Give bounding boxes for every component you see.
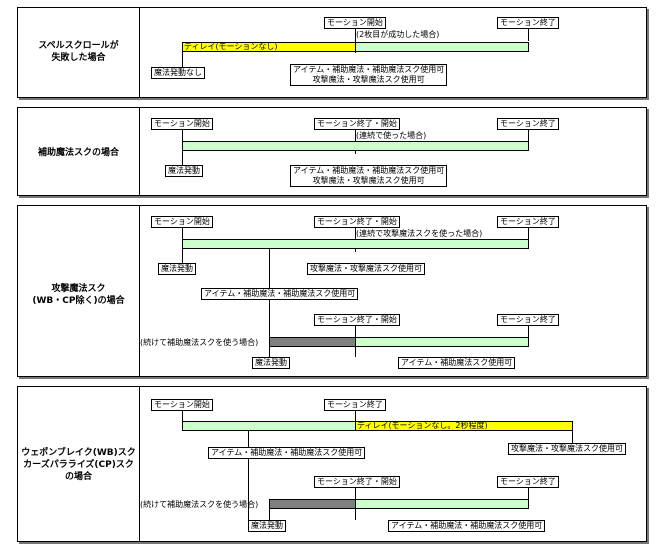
- attack-usable-box: 攻撃魔法・攻撃魔法スク使用可: [508, 443, 626, 455]
- timeline-tick: [269, 249, 270, 357]
- motion-end-start-box: モーション終了・開始: [314, 476, 400, 488]
- motion-start-box: モーション開始: [151, 399, 213, 411]
- timeline-tick: [355, 410, 356, 421]
- panel-label: 攻撃魔法スク (WB・CP除く)の場合: [32, 284, 125, 306]
- panel-attack-scroll: 攻撃魔法スク (WB・CP除く)の場合 モーション開始 モーション終了・開始 モ…: [17, 205, 647, 377]
- motion-start-box: モーション開始: [151, 216, 213, 228]
- timeline-tick: [182, 52, 183, 67]
- timeline-tick: [528, 487, 529, 499]
- motion-bar-2: [355, 337, 529, 347]
- timeline-tick: [355, 325, 356, 337]
- timeline-tick: [182, 410, 183, 421]
- panel-spell-scroll-failed: スペルスクロールが 失敗した場合 モーション開始 モーション終了 (2枚目が成功…: [17, 7, 647, 98]
- wait-bar: [269, 499, 356, 509]
- then-support-note: (続けて補助魔法スクを使う場合): [140, 338, 259, 347]
- delay-label: ディレイ(モーションなし): [184, 42, 278, 51]
- panel-support-scroll: 補助魔法スクの場合 モーション開始 モーション終了・開始 モーション終了 (連続…: [17, 107, 647, 196]
- attack-usable-box: 攻撃魔法・攻撃魔法スク使用可: [307, 263, 425, 275]
- panel-label: 補助魔法スクの場合: [37, 148, 119, 158]
- motion-end-box: モーション終了: [497, 216, 559, 228]
- motion-end-start-box: モーション終了・開始: [314, 118, 400, 130]
- usable-note-box: アイテム・補助魔法・補助魔法スク使用可 攻撃魔法・攻撃魔法スク使用可: [290, 165, 448, 187]
- motion-end-start-box-2: モーション終了・開始: [314, 314, 400, 326]
- delay-bar: [355, 421, 573, 431]
- item-usable-box-2: アイテム・補助魔法スク使用可: [398, 357, 516, 369]
- timeline-tick: [355, 487, 356, 499]
- consecutive-note: (連続で使った場合): [356, 131, 427, 140]
- timeline-tick: [355, 347, 356, 357]
- timeline-tick: [182, 129, 183, 141]
- motion-end-box-2: モーション終了: [497, 314, 559, 326]
- timeline-tick: [528, 227, 529, 239]
- timeline-tick: [269, 509, 270, 520]
- panel-label: ウェポンブレイク(WB)スク カーズパラライズ(CP)スク の場合: [21, 448, 136, 482]
- panel-divider: [139, 387, 140, 541]
- panel-divider: [139, 8, 140, 97]
- motion-end-box: モーション終了: [497, 118, 559, 130]
- motion-bar: [182, 421, 356, 431]
- magic-cast-box: 魔法発動: [158, 263, 196, 275]
- item-usable-box: アイテム・補助魔法・補助魔法スク使用可: [208, 447, 366, 459]
- timeline-tick: [355, 28, 356, 53]
- timeline-tick: [528, 129, 529, 141]
- consecutive-attack-note: (連続で攻撃魔法スクを使った場合): [356, 229, 483, 238]
- timeline-tick: [528, 325, 529, 337]
- magic-cast-box: 魔法発動: [165, 165, 203, 177]
- motion-end-box: モーション終了: [497, 17, 559, 29]
- timeline-tick: [182, 227, 183, 239]
- item-usable-box: アイテム・補助魔法・補助魔法スク使用可: [201, 288, 359, 300]
- timeline-tick: [528, 28, 529, 41]
- wait-bar: [269, 337, 356, 347]
- no-magic-box: 魔法発動なし: [151, 67, 205, 79]
- motion-start-box: モーション開始: [151, 118, 213, 130]
- magic-cast-box: 魔法発動: [248, 520, 286, 532]
- timeline-tick: [182, 249, 183, 263]
- motion-bar: [182, 239, 529, 249]
- timeline-tick: [572, 431, 573, 443]
- delay-label: ディレイ(モーションなし。2秒程度): [357, 421, 488, 430]
- panel-label: スペルスクロールが 失敗した場合: [38, 41, 119, 63]
- motion-bar: [355, 42, 529, 52]
- motion-start-box: モーション開始: [324, 17, 386, 29]
- panel-divider: [139, 108, 140, 195]
- motion-end-box: モーション終了: [324, 399, 386, 411]
- item-usable-box-2: アイテム・補助魔法・補助魔法スク使用可: [388, 520, 546, 532]
- magic-cast-box-2: 魔法発動: [252, 357, 290, 369]
- panel-divider: [139, 206, 140, 376]
- motion-bar-2: [355, 499, 529, 509]
- motion-end-start-box: モーション終了・開始: [314, 216, 400, 228]
- motion-bar: [182, 141, 529, 151]
- usable-note-box: アイテム・補助魔法・補助魔法スク使用可 攻撃魔法・攻撃魔法スク使用可: [290, 64, 448, 86]
- motion-end-box-2: モーション終了: [497, 476, 559, 488]
- timeline-tick: [248, 431, 249, 520]
- panel-wb-cp-scroll: ウェポンブレイク(WB)スク カーズパラライズ(CP)スク の場合 モーション開…: [17, 386, 647, 542]
- timeline-tick: [182, 151, 183, 165]
- timeline-tick: [355, 509, 356, 520]
- then-support-note: (続けて補助魔法スクを使う場合): [140, 500, 259, 509]
- second-success-note: (2枚目が成功した場合): [356, 30, 440, 39]
